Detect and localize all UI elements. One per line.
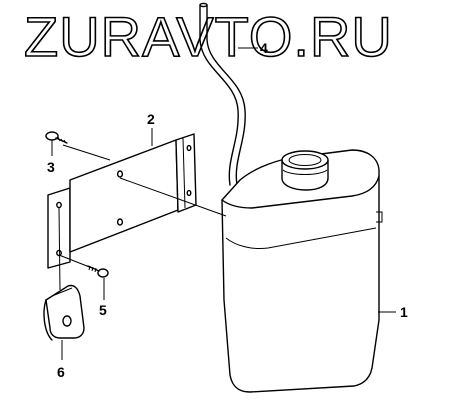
callout-4: 4 [260, 40, 268, 56]
screw-3 [45, 131, 68, 144]
callout-6: 6 [57, 364, 65, 380]
watermark: ZURAVTO.RU [24, 5, 393, 68]
hose [199, 2, 246, 186]
mounting-bracket [47, 133, 197, 269]
callout-1: 1 [400, 304, 408, 320]
callout-3: 3 [47, 159, 55, 175]
washer-reservoir-tank [221, 149, 383, 393]
leader-lines [51, 47, 396, 360]
clip-nut [43, 284, 85, 341]
callout-2: 2 [147, 111, 155, 127]
callout-5: 5 [99, 302, 107, 318]
